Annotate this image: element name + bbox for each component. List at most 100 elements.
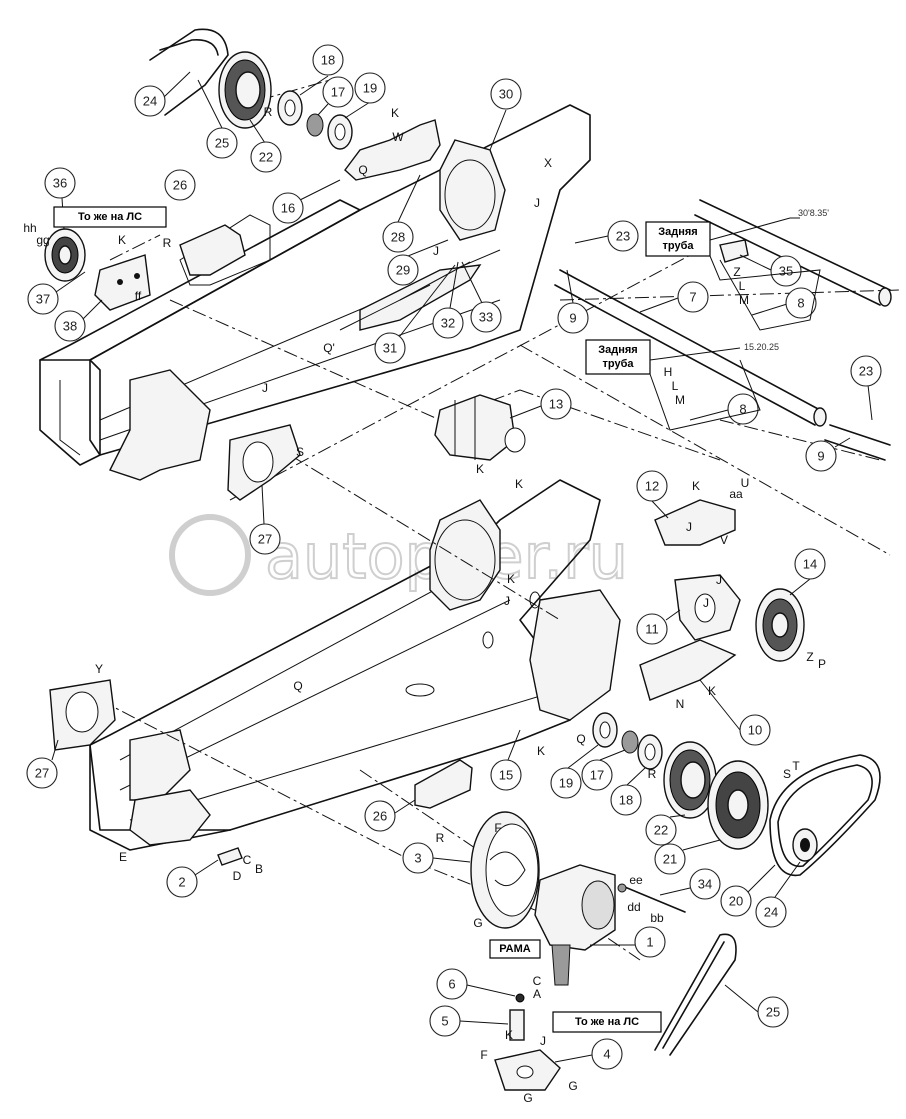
- svg-text:Z: Z: [806, 650, 813, 664]
- svg-text:gg: gg: [36, 233, 49, 247]
- belt-20: [769, 754, 881, 877]
- callout-23-top: 23: [574, 220, 639, 252]
- callout-28: 28: [382, 174, 421, 253]
- callout-22-top: 22: [249, 119, 282, 173]
- svg-text:24: 24: [143, 94, 157, 109]
- box-rear-tube-1: Задняя труба: [645, 221, 711, 257]
- svg-text:То же на ЛС: То же на ЛС: [575, 1016, 639, 1028]
- svg-text:Q: Q: [293, 679, 302, 693]
- svg-text:21: 21: [663, 852, 677, 867]
- flange-19: [327, 114, 353, 150]
- svg-text:J: J: [686, 520, 692, 534]
- svg-text:K: K: [118, 233, 126, 247]
- shaft-34: [617, 883, 686, 913]
- svg-text:L: L: [739, 279, 746, 293]
- svg-text:ff: ff: [135, 289, 142, 303]
- svg-text:J: J: [540, 1034, 546, 1048]
- svg-text:C: C: [533, 974, 542, 988]
- svg-text:26: 26: [173, 178, 187, 193]
- svg-text:2: 2: [178, 875, 185, 890]
- callout-7: 7: [639, 281, 709, 313]
- svg-text:8: 8: [797, 296, 804, 311]
- svg-text:U: U: [741, 476, 750, 490]
- callout-29: 29: [387, 239, 449, 286]
- svg-text:20: 20: [729, 894, 743, 909]
- svg-text:3: 3: [414, 851, 421, 866]
- svg-text:Q: Q: [576, 732, 585, 746]
- svg-text:22: 22: [654, 823, 668, 838]
- svg-text:27: 27: [35, 766, 49, 781]
- callout-27-lower: 27: [26, 739, 59, 789]
- svg-text:K: K: [507, 572, 515, 586]
- callout-25-top: 25: [197, 79, 238, 159]
- callout-24-top: 24: [134, 71, 191, 117]
- callout-38: 38: [54, 299, 103, 342]
- svg-text:19: 19: [363, 81, 377, 96]
- svg-text:37: 37: [36, 292, 50, 307]
- svg-text:25: 25: [215, 136, 229, 151]
- svg-text:14: 14: [803, 557, 817, 572]
- svg-text:J: J: [703, 596, 709, 610]
- callout-20: 20: [720, 864, 776, 917]
- svg-text:A: A: [533, 987, 541, 1001]
- svg-text:34: 34: [698, 877, 712, 892]
- bracket-12: [654, 499, 736, 546]
- svg-text:9: 9: [817, 449, 824, 464]
- callout-34: 34: [659, 868, 721, 900]
- callout-24-lower: 24: [755, 861, 801, 928]
- svg-text:R: R: [163, 236, 172, 250]
- callout-18-top: 18: [299, 44, 344, 96]
- reference-letters: R K W Q X J hh gg K R ff Q' J J Z L M H …: [23, 105, 826, 1105]
- svg-text:30: 30: [499, 87, 513, 102]
- box-same-on-ms-bottom: То же на ЛС: [552, 1011, 662, 1033]
- callout-33: 33: [461, 261, 502, 333]
- svg-text:11: 11: [645, 622, 659, 637]
- svg-text:J: J: [716, 573, 722, 587]
- svg-text:G: G: [473, 916, 482, 930]
- svg-text:10: 10: [748, 723, 762, 738]
- svg-text:1: 1: [646, 935, 653, 950]
- svg-text:31: 31: [383, 341, 397, 356]
- svg-text:26: 26: [373, 809, 387, 824]
- svg-text:35: 35: [779, 264, 793, 279]
- svg-text:19: 19: [559, 776, 573, 791]
- svg-text:K: K: [505, 1028, 513, 1042]
- svg-text:V: V: [720, 533, 728, 547]
- callout-8-top: 8: [751, 287, 817, 319]
- pulley-22-lower: [663, 741, 717, 819]
- svg-text:18: 18: [321, 53, 335, 68]
- svg-text:B: B: [255, 862, 263, 876]
- belt-25-lower: [654, 933, 737, 1056]
- svg-text:33: 33: [479, 310, 493, 325]
- svg-text:36: 36: [53, 176, 67, 191]
- svg-text:R: R: [264, 105, 273, 119]
- svg-text:6: 6: [448, 977, 455, 992]
- svg-text:K: K: [515, 477, 523, 491]
- svg-text:РАМА: РАМА: [499, 943, 530, 955]
- callout-22-lower: 22: [645, 814, 686, 846]
- svg-text:S: S: [296, 445, 304, 459]
- box-rear-tube-1-text: Задняя труба: [658, 226, 698, 252]
- callout-19-lower: 19: [550, 744, 599, 799]
- svg-text:P: P: [818, 657, 826, 671]
- svg-text:27: 27: [258, 532, 272, 547]
- upper-frame-beam: [39, 104, 591, 481]
- bearing-17: [306, 113, 324, 137]
- callout-13: 13: [509, 388, 572, 420]
- svg-text:28: 28: [391, 230, 405, 245]
- svg-text:23: 23: [616, 229, 630, 244]
- callout-17-top: 17: [317, 76, 354, 116]
- svg-text:E: E: [119, 850, 127, 864]
- svg-text:K: K: [476, 462, 484, 476]
- svg-text:aa: aa: [729, 487, 743, 501]
- svg-text:hh: hh: [23, 221, 36, 235]
- callout-12: 12: [636, 470, 669, 519]
- svg-text:L: L: [672, 379, 679, 393]
- bracket-38: [94, 254, 151, 311]
- lower-frame: [89, 479, 621, 851]
- svg-text:12: 12: [645, 479, 659, 494]
- bearing-flange-18: [277, 90, 303, 126]
- svg-text:5: 5: [441, 1014, 448, 1029]
- coupling-5: [509, 1009, 525, 1041]
